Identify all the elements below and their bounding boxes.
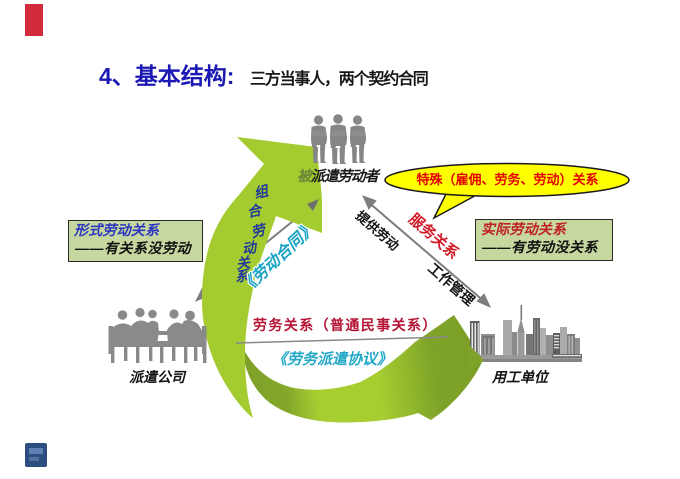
formal-relation-box: 形式劳动关系 ——有关系没劳动 — [68, 220, 203, 262]
combined-relation-char: 组 — [252, 182, 270, 202]
actual-relation-title: 实际劳动关系 — [481, 221, 567, 237]
formal-relation-note: ——有关系没劳动 — [75, 240, 191, 256]
left-cycle-arrow — [202, 137, 322, 418]
dispatched-worker-label: 被派遣劳动者 — [297, 169, 379, 185]
formal-relation-title: 形式劳动关系 — [74, 222, 160, 238]
bottom-cycle-arrow — [243, 315, 483, 423]
combined-relation-char: 合 — [245, 201, 263, 221]
city-icon — [470, 305, 582, 362]
actual-relation-note: ——有劳动没关系 — [482, 239, 598, 255]
special-relation-callout — [384, 162, 630, 220]
employing-unit-label: 用工单位 — [492, 369, 548, 385]
dispatched-worker-label-ghost: 被 — [297, 169, 311, 185]
dispatch-company-label: 派遣公司 — [129, 369, 185, 385]
meeting-icon — [108, 307, 207, 363]
combined-relation-char: 劳 — [249, 221, 267, 241]
corner-blue-logo — [25, 443, 47, 467]
civil-relation-line — [235, 336, 449, 344]
bottom-arrow-tip-overlay — [467, 343, 484, 375]
page-subtitle: 三方当事人，两个契约合同 — [250, 71, 429, 88]
actual-relation-box: 实际劳动关系 ——有劳动没关系 — [475, 219, 613, 261]
corner-red-mark — [25, 4, 43, 36]
dispatch-agreement-label: 《劳务派遣协议》 — [272, 351, 393, 368]
civil-relation-label: 劳务关系（普通民事关系） — [253, 317, 438, 333]
service-arrow — [362, 195, 492, 309]
combined-relation-char: 动 — [240, 238, 258, 258]
workers-icon — [311, 114, 366, 164]
special-relation-label: 特殊（雇佣、劳务、劳动）关系 — [416, 172, 599, 187]
contract-arrow-head — [307, 199, 319, 211]
page-title: 4、基本结构: — [99, 63, 235, 89]
